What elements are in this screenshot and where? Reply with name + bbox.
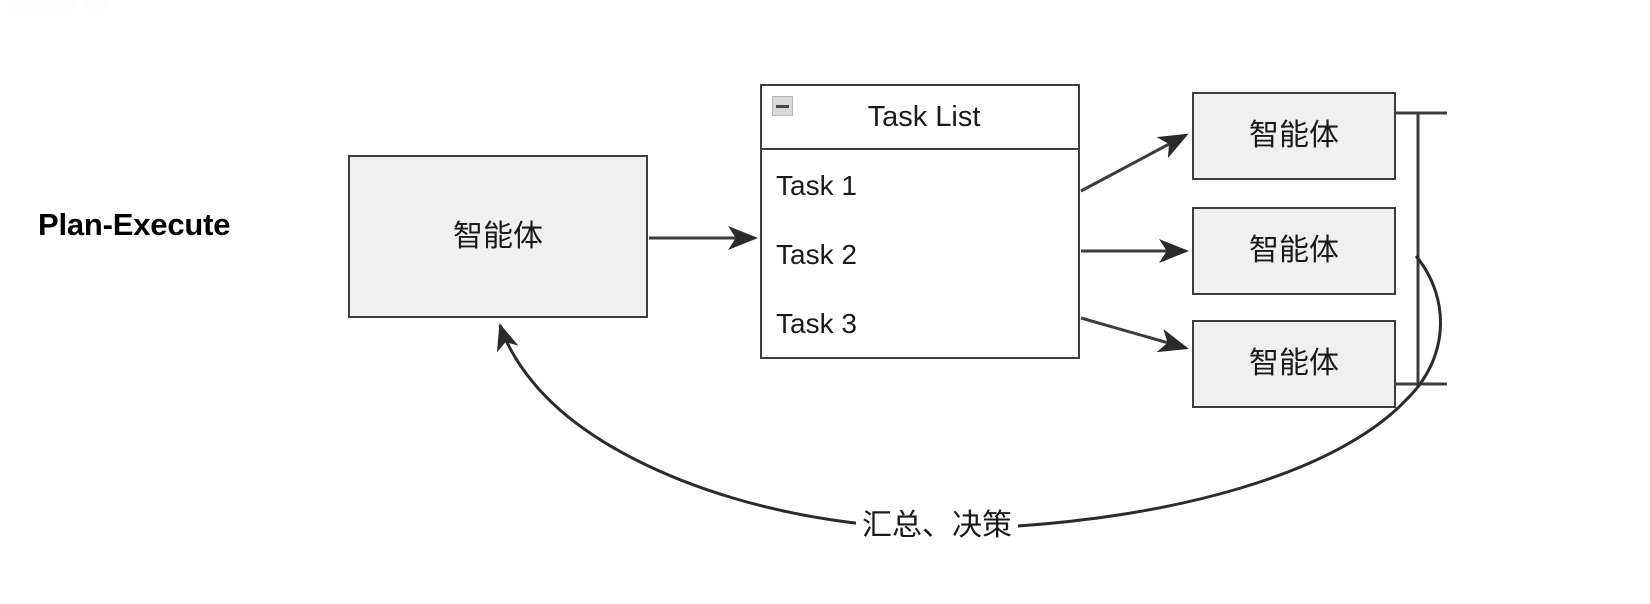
task-list-title: Task List [867, 100, 981, 133]
list-item[interactable]: Task 1 [776, 170, 857, 201]
top-left-artifact [8, 0, 74, 12]
worker-agent-node-2[interactable]: 智能体 [1192, 207, 1396, 295]
worker-agent-node-3[interactable]: 智能体 [1192, 320, 1396, 408]
planner-agent-node[interactable]: 智能体 [348, 155, 648, 318]
feedback-edge-label: 汇总、决策 [856, 500, 1018, 544]
worker-agent-node-1[interactable]: 智能体 [1192, 92, 1396, 180]
top-left-artifact-secondary [86, 0, 106, 10]
list-item[interactable]: Task 2 [776, 239, 857, 270]
minus-icon[interactable] [772, 96, 793, 116]
minus-icon-bar [776, 104, 789, 108]
worker-agent-label-1: 智能体 [1249, 118, 1339, 153]
worker-agent-label-2: 智能体 [1249, 233, 1339, 268]
page-title: Plan-Execute [38, 207, 231, 242]
task-list-body: Task 1 Task 2 Task 3 [762, 150, 1078, 373]
planner-agent-label: 智能体 [453, 218, 543, 254]
list-item[interactable]: Task 3 [776, 308, 857, 339]
task-list-panel[interactable]: Task List Task 1 Task 2 Task 3 [760, 84, 1080, 359]
edge-tasklist-to-worker-3 [1080, 316, 1189, 353]
worker-agent-label-3: 智能体 [1249, 346, 1339, 381]
edge-tasklist-to-worker-1 [1080, 133, 1189, 193]
task-list-header: Task List [762, 86, 1078, 150]
